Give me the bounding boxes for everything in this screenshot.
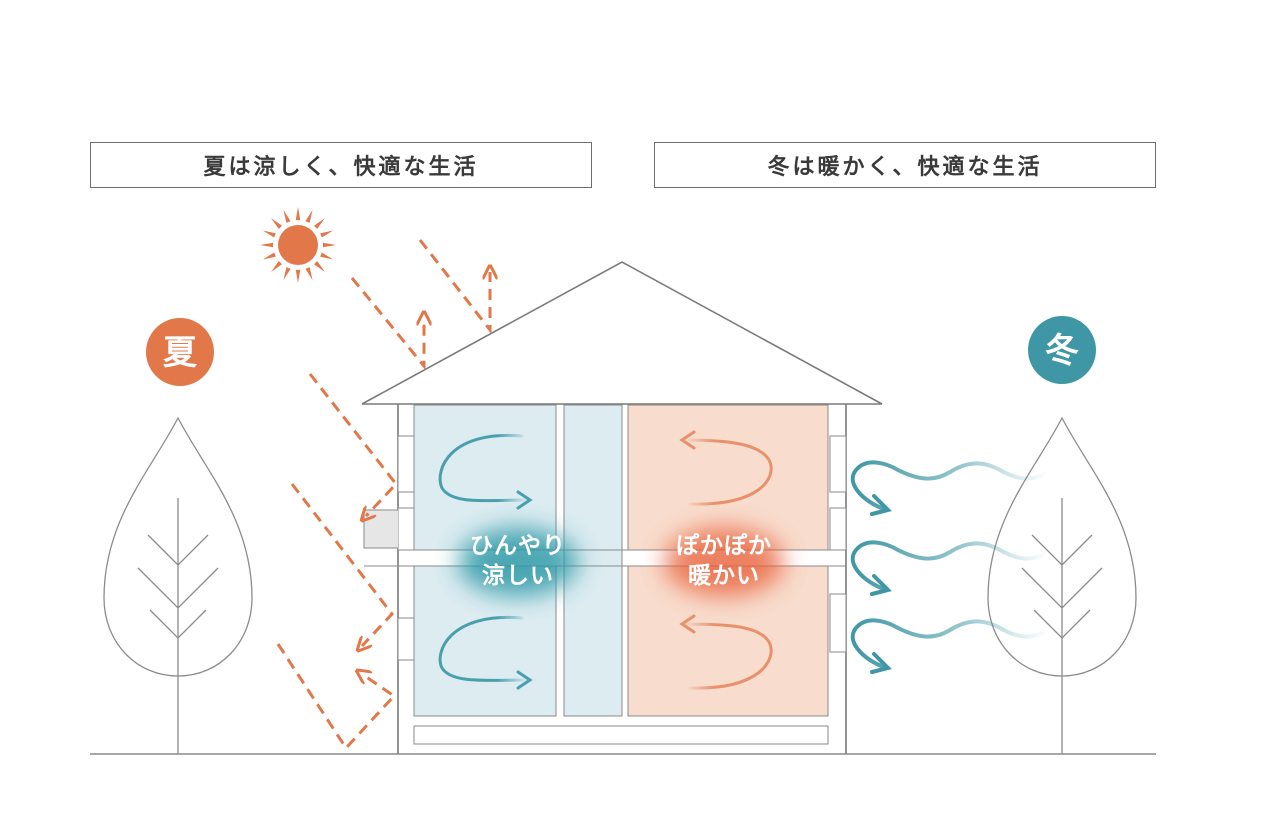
sun-ray bbox=[320, 252, 334, 260]
left-tree-icon bbox=[103, 416, 253, 754]
cool-label-line2: 涼しい bbox=[482, 562, 554, 589]
sunlight-rays bbox=[276, 239, 490, 751]
sun-ray bbox=[295, 207, 301, 221]
summer-caption: 夏は涼しく、快適な生活 bbox=[90, 142, 592, 188]
winter-caption-text: 冬は暖かく、快適な生活 bbox=[767, 155, 1043, 180]
sun-ray bbox=[262, 252, 276, 260]
sun-ray bbox=[314, 261, 325, 272]
sun-ray bbox=[320, 230, 334, 238]
sun-ray bbox=[271, 218, 282, 229]
warm-label-line1: ぽかぽか bbox=[676, 532, 772, 559]
cool-room-upper bbox=[413, 404, 557, 551]
cool-label-line1: ひんやり bbox=[470, 533, 566, 559]
warm-label-line2: 暖かい bbox=[688, 563, 760, 589]
house-roof bbox=[361, 261, 883, 405]
sun-ray bbox=[260, 242, 274, 248]
sun-icon bbox=[260, 207, 336, 283]
sun-ray bbox=[283, 209, 291, 223]
balcony bbox=[363, 509, 398, 549]
winter-badge-label: 冬 bbox=[1045, 331, 1079, 371]
warm-airflow-arrows bbox=[679, 430, 773, 690]
sun-ray bbox=[305, 209, 313, 223]
sun-ray bbox=[283, 267, 291, 281]
summer-badge: 夏 bbox=[146, 318, 214, 386]
house bbox=[361, 261, 883, 754]
summer-badge-label: 夏 bbox=[163, 333, 198, 373]
sun-ray bbox=[322, 242, 336, 248]
sun-ray bbox=[262, 230, 276, 238]
winter-badge: 冬 bbox=[1028, 316, 1096, 384]
sun-ray bbox=[271, 261, 282, 272]
winter-caption: 冬は暖かく、快適な生活 bbox=[654, 142, 1156, 188]
foundation bbox=[413, 725, 829, 745]
cold-wind-waves bbox=[850, 460, 1050, 674]
warm-room-upper bbox=[627, 404, 829, 551]
summer-caption-text: 夏は涼しく、快適な生活 bbox=[203, 155, 479, 180]
sun-ray bbox=[314, 218, 325, 229]
sun-ray bbox=[305, 267, 313, 281]
sun-ray bbox=[295, 269, 301, 283]
right-tree-icon bbox=[987, 416, 1137, 754]
cool-airflow-arrows bbox=[438, 433, 533, 690]
